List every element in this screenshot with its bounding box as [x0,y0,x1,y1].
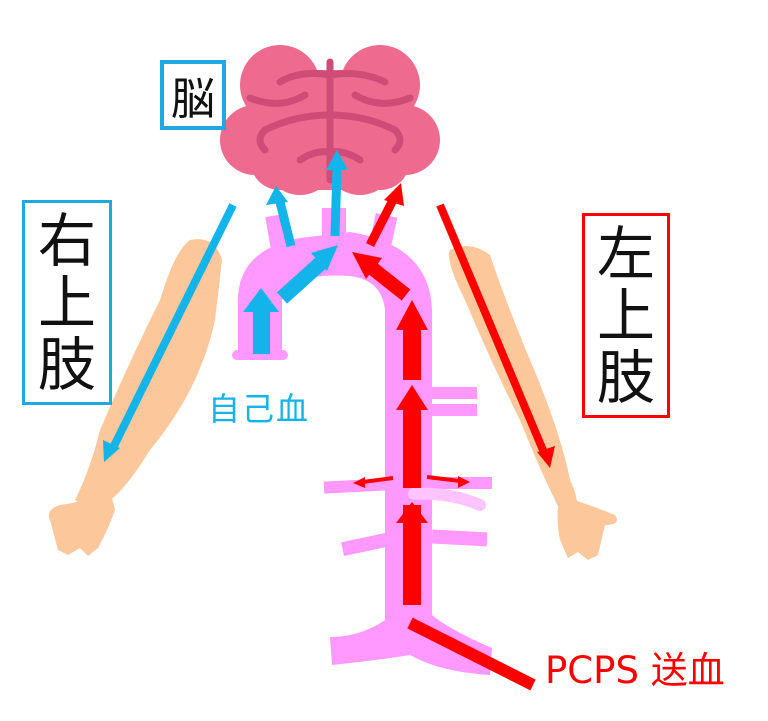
brain-label-text: 脳 [171,74,215,125]
left-limb-char-1: 左 [596,219,655,288]
self-blood-label: 自己血 [208,390,311,428]
left-upper-limb-label: 左 上 肢 [582,213,670,418]
left-limb-char-2: 上 [596,281,655,350]
right-upper-limb-label: 右 上 肢 [22,200,112,405]
brain-illustration [220,45,440,195]
pcps-flow-label: PCPS 送血 [545,649,725,692]
aorta-illustration [232,208,492,675]
right-limb-char-3: 肢 [37,330,96,399]
left-limb-char-3: 肢 [596,343,655,412]
brain-label: 脳 [160,60,226,130]
right-limb-char-1: 右 [37,206,96,275]
self-blood-arrows [103,150,348,462]
kidney-branch [408,487,486,511]
right-limb-char-2: 上 [37,268,96,337]
pcps-arrows [352,183,555,691]
